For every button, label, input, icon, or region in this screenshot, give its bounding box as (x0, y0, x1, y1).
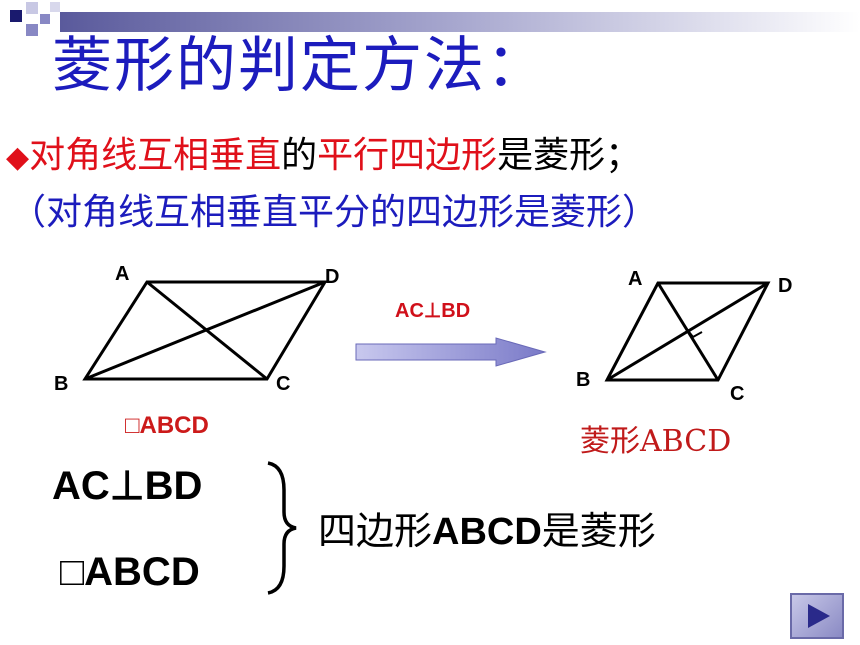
label-left-a: A (115, 263, 129, 285)
transform-arrow (355, 337, 547, 367)
parallelogram-caption: □ABCD (125, 412, 209, 439)
conclusion-post: 是菱形 (541, 509, 656, 553)
condition-perpendicular: AC⊥BD (52, 464, 203, 508)
curly-brace (267, 461, 297, 595)
criterion-part-is-rhombus: 是菱形； (497, 135, 642, 176)
condition-parallelogram: □ABCD (60, 550, 200, 594)
page-title: 菱形的判定方法： (52, 31, 548, 101)
criterion-statement: ◆对角线互相垂直的平行四边形是菱形； (6, 138, 641, 174)
criterion-part-of: 的 (281, 135, 318, 176)
label-left-d: D (325, 266, 339, 288)
label-right-d: D (778, 275, 792, 297)
label-right-a: A (628, 268, 642, 290)
label-right-b: B (576, 369, 590, 391)
diamond-bullet-icon: ◆ (6, 140, 30, 175)
conclusion-abcd: ABCD (432, 511, 542, 553)
next-slide-button[interactable] (790, 593, 844, 639)
criterion-part-parallelogram: 平行四边形 (317, 135, 498, 176)
conclusion-pre: 四边形 (318, 509, 433, 553)
title-decor-bar (60, 12, 860, 32)
conclusion-statement: 四边形ABCD是菱形 (318, 512, 656, 551)
play-next-icon (808, 604, 830, 628)
right-angle-mark (685, 327, 703, 339)
criterion-part-diagonals: 对角线互相垂直 (29, 135, 282, 176)
parallelogram-figure (82, 280, 328, 381)
rhombus-figure (604, 281, 771, 382)
diagonal-bd (84, 280, 326, 381)
label-right-c: C (730, 383, 744, 405)
criterion-note: （对角线互相垂直平分的四边形是菱形） (10, 192, 659, 233)
perpendicular-condition-label: AC⊥BD (395, 300, 471, 322)
label-left-c: C (276, 373, 290, 395)
label-left-b: B (54, 373, 68, 395)
rhombus-caption: 菱形ABCD (580, 424, 732, 459)
